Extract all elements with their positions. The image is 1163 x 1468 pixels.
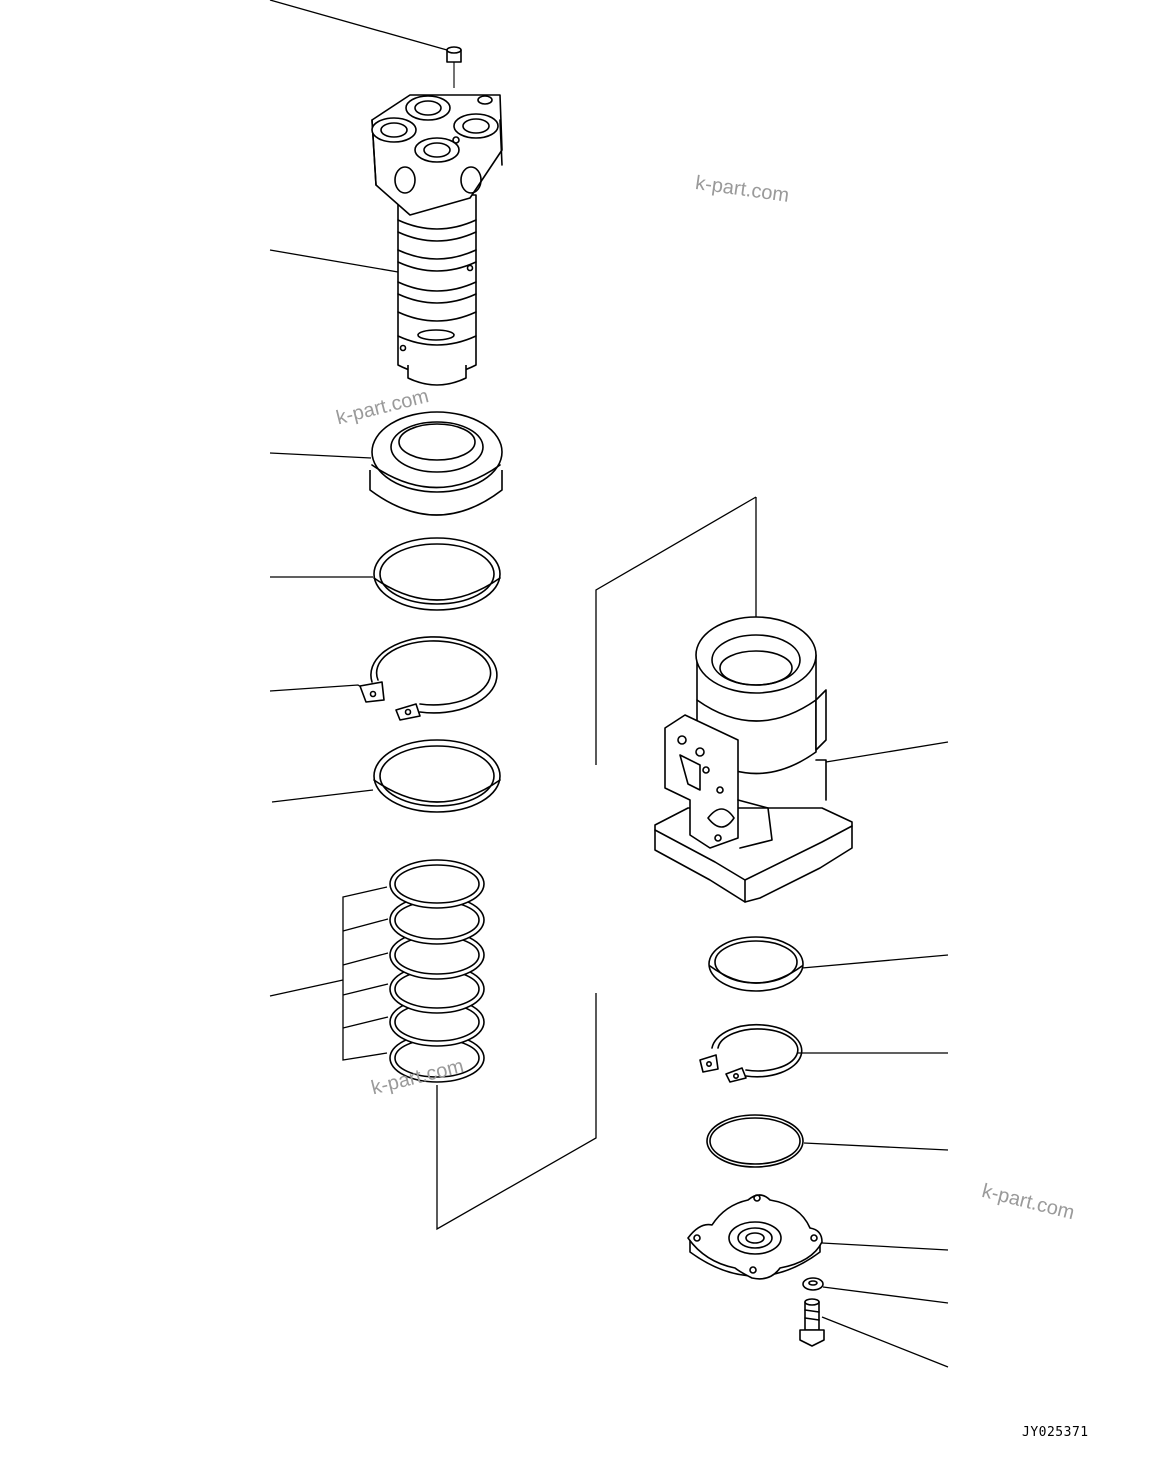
swivel-rotor <box>371 94 503 386</box>
leader-lines-left <box>269 0 448 1061</box>
o-ring-cover <box>706 1114 804 1168</box>
swivel-housing <box>654 616 853 903</box>
drawing-code: JY025371 <box>1022 1425 1089 1440</box>
end-cover <box>687 1194 823 1280</box>
assembly-guide-lines <box>436 496 757 1231</box>
washer <box>802 1277 824 1291</box>
snap-ring-2 <box>699 1023 803 1083</box>
rotor-bolt <box>446 46 462 88</box>
seal-ring-3 <box>708 936 804 992</box>
snap-ring-1 <box>359 636 498 721</box>
cover-bolt <box>799 1298 825 1347</box>
o-ring-stack <box>389 859 485 1083</box>
leader-lines-right <box>798 741 949 1368</box>
seal-ring-1 <box>373 537 501 611</box>
dust-seal <box>369 411 503 516</box>
seal-ring-2 <box>373 739 501 813</box>
